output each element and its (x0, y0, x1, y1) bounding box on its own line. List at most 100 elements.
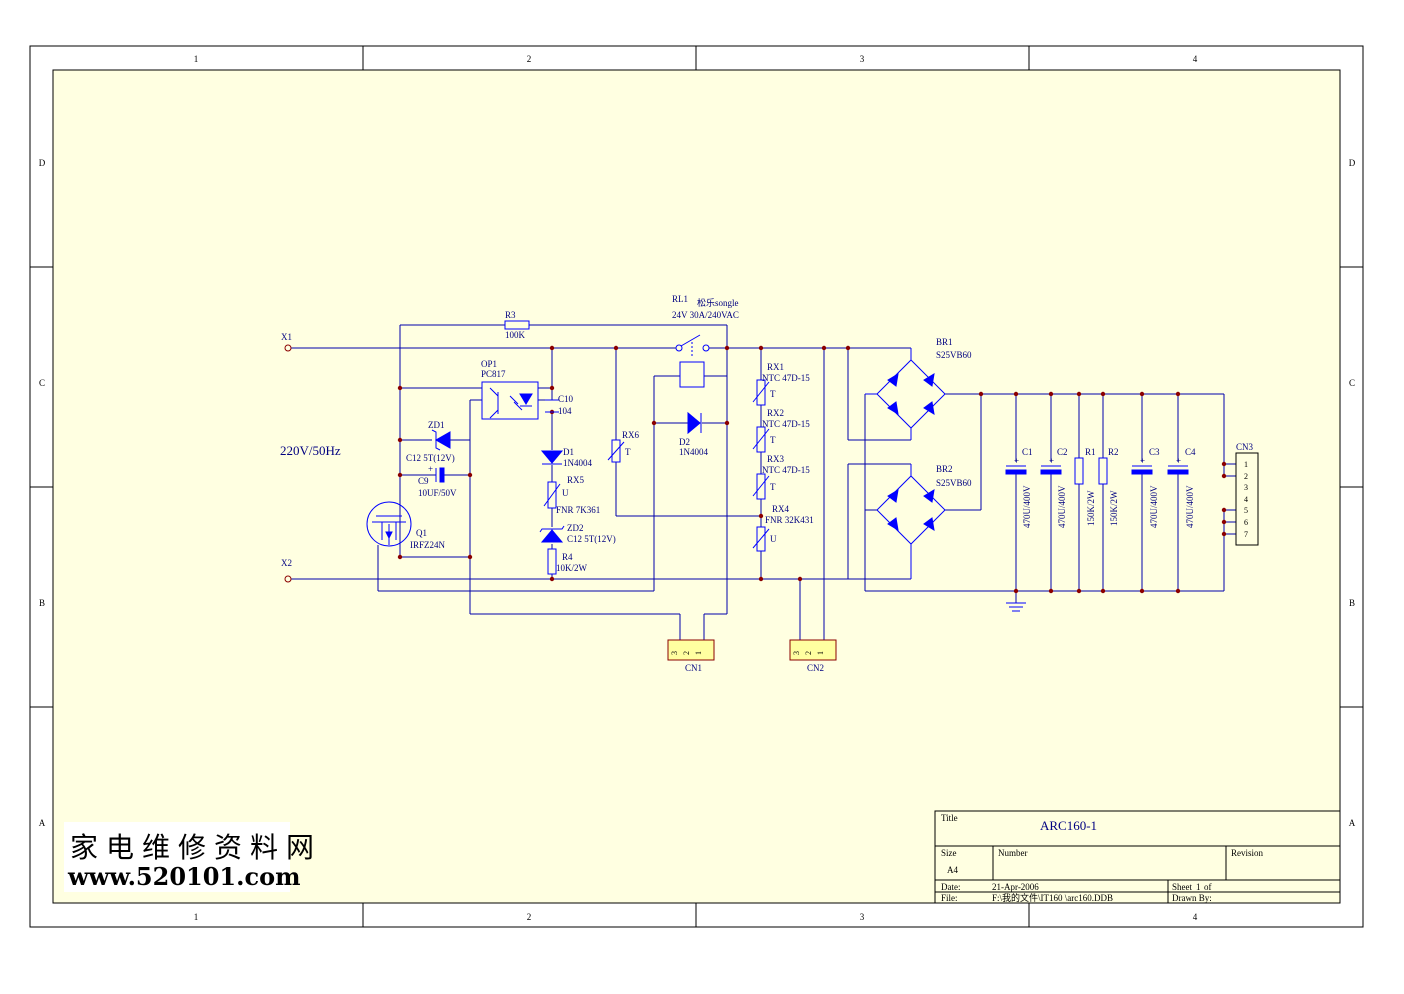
label-r3-value: 100K (505, 330, 526, 340)
br1-bridge (865, 348, 946, 440)
ground-symbol (1006, 602, 1026, 612)
cn3-pin-4: 4 (1244, 495, 1248, 504)
zone-left-d: D (39, 158, 46, 168)
components (366, 320, 1189, 612)
tb-file-label: File: (941, 893, 958, 903)
label-c2-plus: + (1049, 456, 1054, 466)
label-op1: OP1 (481, 359, 497, 369)
zone-bottom-3: 3 (860, 912, 865, 922)
label-q1-value: IRFZ24N (410, 540, 446, 550)
label-zd1: ZD1 (428, 420, 445, 430)
c2-capacitor (1040, 465, 1062, 475)
zone-left-b: B (39, 598, 45, 608)
label-c3-value: 470U/400V (1149, 485, 1159, 528)
label-rx6-type: T (625, 447, 631, 457)
tb-date-label: Date: (941, 882, 961, 892)
label-zd2: ZD2 (567, 523, 584, 533)
cn1-pin-1: 1 (694, 651, 703, 655)
label-rx3-type: T (770, 482, 776, 492)
label-c3: C3 (1149, 447, 1160, 457)
rl1-relay (675, 334, 710, 388)
label-rl1-brand: 松乐songle (697, 297, 739, 308)
label-cn2: CN2 (807, 663, 824, 673)
junctions (397, 345, 1227, 594)
tb-number-label: Number (998, 848, 1028, 858)
label-br2-value: S25VB60 (936, 478, 972, 488)
label-c2-value: 470U/400V (1057, 485, 1067, 528)
zone-right-d: D (1349, 158, 1356, 168)
cn2-connector (789, 639, 837, 661)
watermark: 家电维修资料网 www.520101.com (64, 822, 314, 892)
zone-right-a: A (1349, 818, 1356, 828)
terminals (284, 344, 292, 583)
c4-capacitor (1167, 465, 1189, 475)
label-rx1-value: NTC 47D-15 (762, 373, 810, 383)
tb-file: F:\我的文件\IT160 \arc160.DDB (992, 892, 1113, 903)
label-rx1-type: T (770, 389, 776, 399)
label-c1-value: 470U/400V (1022, 485, 1032, 528)
label-rx2-value: NTC 47D-15 (762, 419, 810, 429)
watermark-url: www.520101.com (68, 862, 301, 891)
cn1-pin-3: 3 (670, 651, 679, 655)
label-r4-value: 10K/2W (556, 563, 588, 573)
cn3-pin-2: 2 (1244, 472, 1248, 481)
label-q1: Q1 (416, 528, 427, 538)
zd1-zener (431, 429, 451, 451)
label-r3: R3 (505, 310, 516, 320)
rx3-ntc (752, 473, 770, 500)
label-d2: D2 (679, 437, 690, 447)
label-rx4-type: U (770, 534, 777, 544)
label-r1: R1 (1085, 447, 1096, 457)
tb-drawn-label: Drawn By: (1172, 893, 1212, 903)
cn1-pin-2: 2 (682, 651, 691, 655)
terminal-x1 (284, 344, 292, 352)
label-op1-value: PC817 (481, 369, 506, 379)
zone-right-b: B (1349, 598, 1355, 608)
c10-capacitor (545, 399, 559, 413)
r1-resistor (1074, 457, 1084, 485)
tb-size: A4 (947, 865, 958, 875)
cn3-pin-labels: 1 2 3 4 5 6 7 (1244, 460, 1248, 539)
tb-sheet: 1 (1196, 882, 1201, 892)
c3-capacitor (1131, 465, 1153, 475)
d2-diode (687, 411, 702, 435)
label-c3-plus: + (1140, 456, 1145, 466)
cn3-pin-7: 7 (1244, 530, 1248, 539)
zone-bottom-1: 1 (194, 912, 199, 922)
label-rx1: RX1 (767, 362, 784, 372)
label-cn1: CN1 (685, 663, 702, 673)
rx6-thermistor (607, 439, 625, 463)
cn2-pin-1: 1 (816, 651, 825, 655)
label-c4: C4 (1185, 447, 1196, 457)
label-rx6: RX6 (622, 430, 640, 440)
label-rx2-type: T (770, 435, 776, 445)
op1-optocoupler (481, 381, 539, 420)
terminal-x2 (284, 575, 292, 583)
tb-title: ARC160-1 (1040, 818, 1097, 833)
label-br1-value: S25VB60 (936, 350, 972, 360)
tb-size-label: Size (941, 848, 957, 858)
label-x2: X2 (281, 558, 292, 568)
zone-dividers (30, 46, 1363, 927)
tb-title-label: Title (941, 813, 958, 823)
label-c9-plus: + (428, 464, 433, 474)
label-br1: BR1 (936, 337, 953, 347)
cn3-pin-6: 6 (1244, 518, 1248, 527)
label-rl1: RL1 (672, 294, 688, 304)
label-c1-plus: + (1014, 456, 1019, 466)
cn3-pin-1: 1 (1244, 460, 1248, 469)
component-labels: X1 X2 220V/50Hz R3 100K OP1 PC817 C10 10… (280, 294, 1254, 673)
label-zd2-value: C12 5T(12V) (567, 534, 616, 544)
zone-labels: 1 2 3 4 1 2 3 4 D C B A D C B A (39, 54, 1356, 922)
zone-top-3: 3 (860, 54, 865, 64)
cn1-connector (667, 639, 715, 661)
rx5-varistor (543, 481, 561, 509)
title-block: Title ARC160-1 Size A4 Number Revision D… (934, 810, 1341, 904)
label-c9-value: 10UF/50V (418, 488, 457, 498)
cn3-pin-5: 5 (1244, 506, 1248, 515)
label-rx3: RX3 (767, 454, 785, 464)
label-c10-value: 104 (558, 406, 572, 416)
connector-pin-labels: 3 2 1 3 2 1 (670, 651, 825, 655)
r4-resistor (547, 548, 557, 575)
